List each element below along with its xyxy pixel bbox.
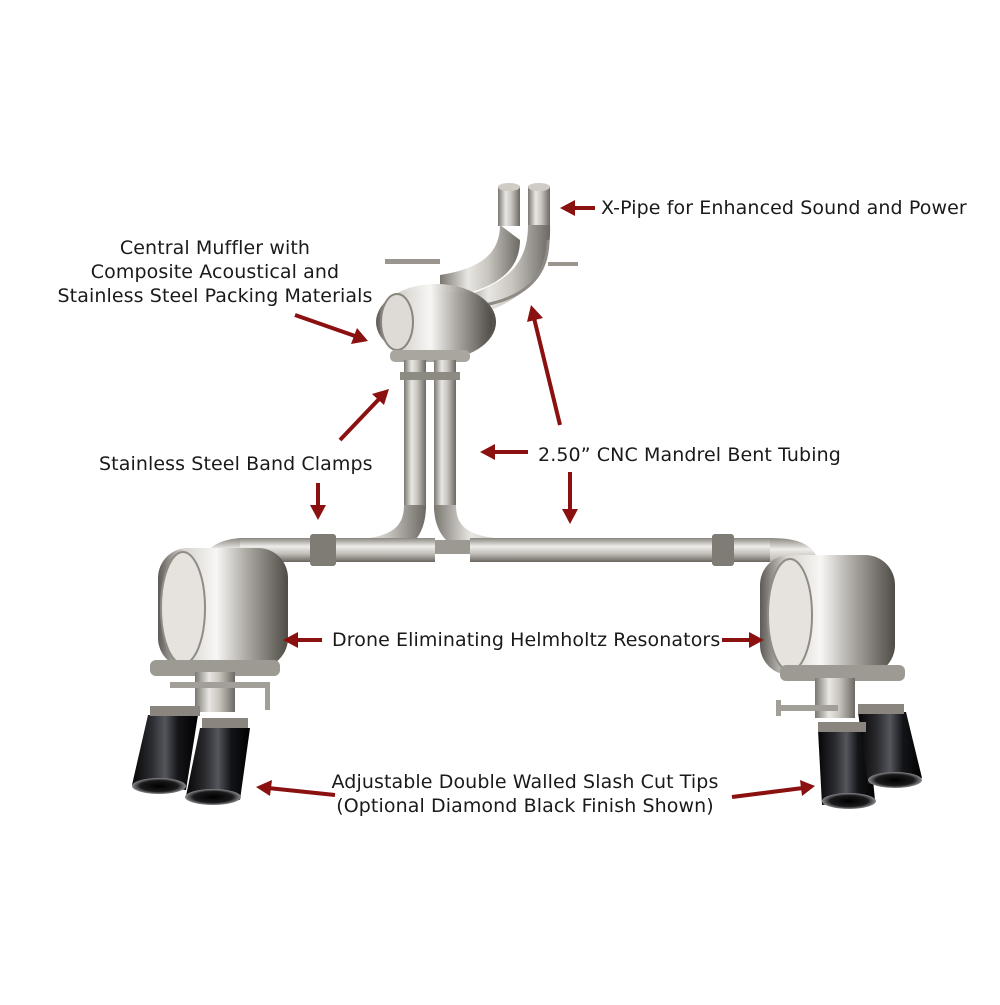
tips-callout: Adjustable Double Walled Slash Cut Tips … [320,770,730,818]
left-resonator [150,548,288,712]
resonators-callout: Drone Eliminating Helmholtz Resonators [332,629,721,651]
xpipe-callout: X-Pipe for Enhanced Sound and Power [601,197,967,219]
tips-line-2: (Optional Diamond Black Finish Shown) [336,795,714,817]
callout-arrows [256,200,815,799]
band-clamps-callout: Stainless Steel Band Clamps [99,453,373,475]
central-muffler-line-2: Composite Acoustical and [90,261,340,283]
central-muffler-line-3: Stainless Steel Packing Materials [57,285,373,307]
right-exhaust-tips [818,704,922,809]
tips-line-1: Adjustable Double Walled Slash Cut Tips [331,771,719,793]
tubing-callout: 2.50” CNC Mandrel Bent Tubing [538,444,841,466]
central-muffler-callout: Central Muffler with Composite Acoustica… [30,236,400,308]
left-exhaust-tips [132,706,250,805]
x-pipe [385,183,578,318]
right-resonator [760,555,905,718]
crossover-pipe [200,534,820,570]
central-muffler-line-1: Central Muffler with [119,237,311,259]
central-muffler [376,284,496,362]
